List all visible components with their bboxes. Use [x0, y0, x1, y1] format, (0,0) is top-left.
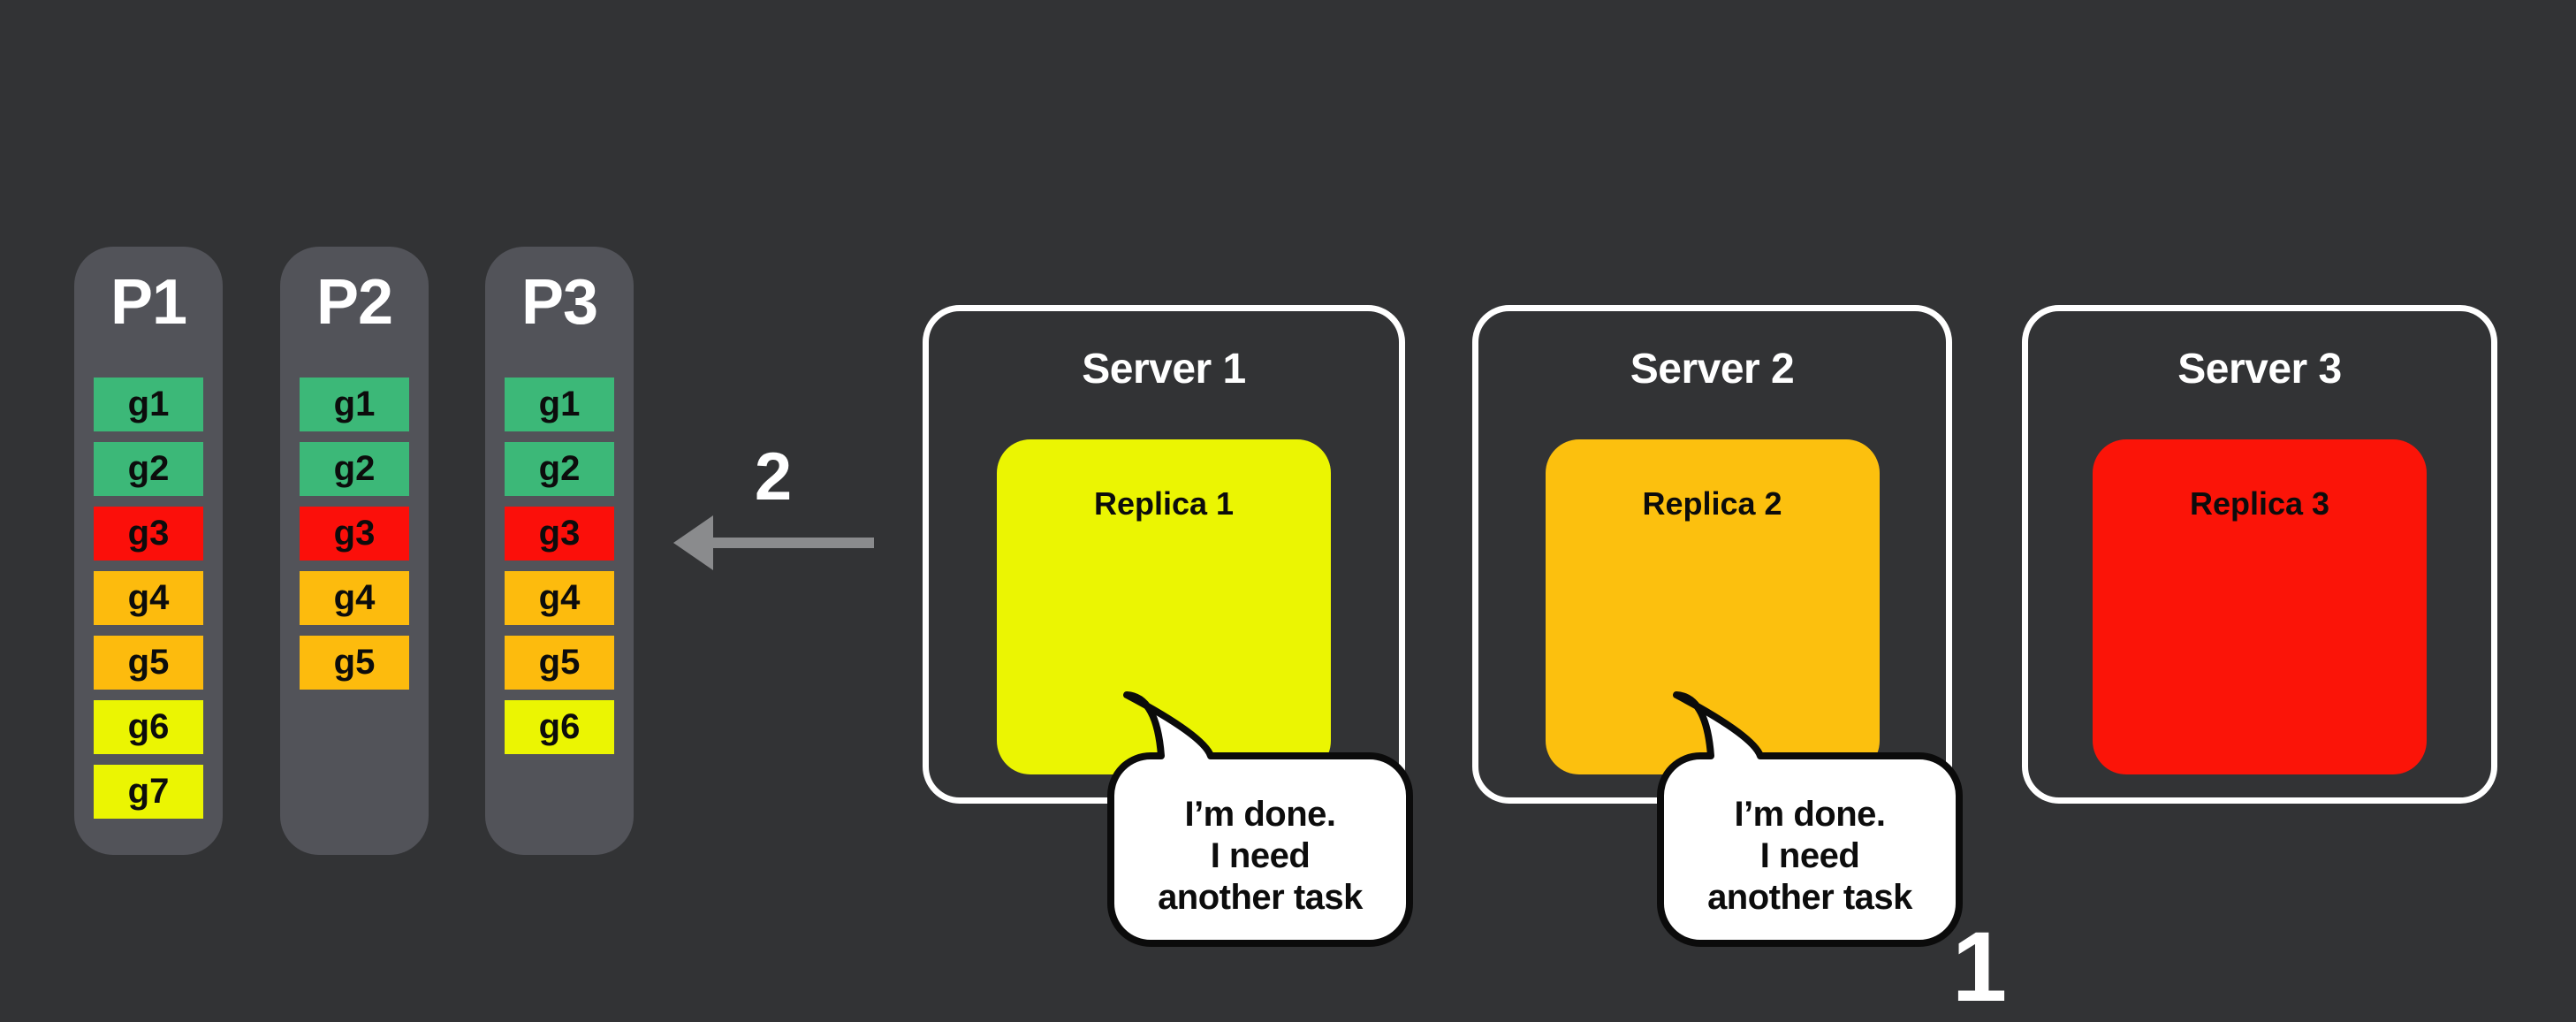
partition-p1-title: P1	[110, 267, 187, 338]
replica-3-label: Replica 3	[2189, 485, 2330, 522]
speech-bubble-2-line1: I’m done.	[1734, 794, 1886, 834]
arrow-shaft	[710, 538, 874, 548]
partition-p2-blocks: g1 g2 g3 g4 g5	[280, 378, 429, 690]
step-2-label: 2	[754, 439, 793, 515]
speech-bubble-1-line2: I need	[1210, 835, 1311, 875]
replica-3: Replica 3	[2093, 439, 2427, 774]
task-block-p3-g3: g3	[505, 507, 614, 561]
replica-1-label: Replica 1	[1093, 485, 1235, 522]
speech-bubble-2-line2: I need	[1759, 835, 1860, 875]
server-3-box: Server 3 Replica 3	[2022, 305, 2497, 804]
task-block-p3-g2: g2	[505, 442, 614, 496]
task-block-p2-g3: g3	[300, 507, 409, 561]
speech-bubble-1-shape	[1107, 691, 1413, 947]
task-block-p1-g1: g1	[94, 378, 203, 431]
partition-p3-blocks: g1 g2 g3 g4 g5 g6	[485, 378, 634, 754]
task-block-p1-g2: g2	[94, 442, 203, 496]
partition-p1-blocks: g1 g2 g3 g4 g5 g6 g7	[74, 378, 223, 819]
partition-p3: P3 g1 g2 g3 g4 g5 g6	[485, 247, 634, 855]
speech-bubble-2-text: I’m done. I need another task	[1660, 767, 1959, 944]
task-request-arrow	[673, 515, 874, 570]
speech-bubble-1-line1: I’m done.	[1184, 794, 1336, 834]
server-2-title: Server 2	[1630, 346, 1795, 393]
speech-bubble-replica-2	[1657, 691, 1963, 947]
task-block-p3-g6: g6	[505, 700, 614, 754]
task-block-p2-g5: g5	[300, 636, 409, 690]
replica-2-label: Replica 2	[1642, 485, 1782, 522]
task-block-p3-g4: g4	[505, 571, 614, 625]
partition-p1: P1 g1 g2 g3 g4 g5 g6 g7	[74, 247, 223, 855]
diagram-canvas: P1 g1 g2 g3 g4 g5 g6 g7 P2 g1 g2 g3 g4 g…	[74, 247, 2497, 1017]
arrow-head	[673, 515, 713, 570]
partition-p3-title: P3	[521, 267, 598, 338]
partition-p2-title: P2	[315, 267, 393, 338]
speech-bubble-1-text: I’m done. I need another task	[1111, 767, 1410, 944]
speech-bubble-2-line3: another task	[1707, 877, 1912, 917]
task-block-p2-g2: g2	[300, 442, 409, 496]
speech-bubble-1-line3: another task	[1158, 877, 1363, 917]
task-block-p1-g4: g4	[94, 571, 203, 625]
task-block-p3-g1: g1	[505, 378, 614, 431]
speech-bubble-replica-1	[1107, 691, 1413, 947]
task-block-p1-g5: g5	[94, 636, 203, 690]
task-block-p1-g6: g6	[94, 700, 203, 754]
step-1-label: 1	[1951, 911, 2008, 1022]
task-block-p2-g1: g1	[300, 378, 409, 431]
partition-p2: P2 g1 g2 g3 g4 g5	[280, 247, 429, 855]
server-3-title: Server 3	[2177, 346, 2342, 393]
server-1-title: Server 1	[1082, 346, 1246, 393]
speech-bubble-2-shape	[1657, 691, 1963, 947]
task-block-p3-g5: g5	[505, 636, 614, 690]
task-block-p1-g3: g3	[94, 507, 203, 561]
task-block-p2-g4: g4	[300, 571, 409, 625]
task-block-p1-g7: g7	[94, 765, 203, 819]
